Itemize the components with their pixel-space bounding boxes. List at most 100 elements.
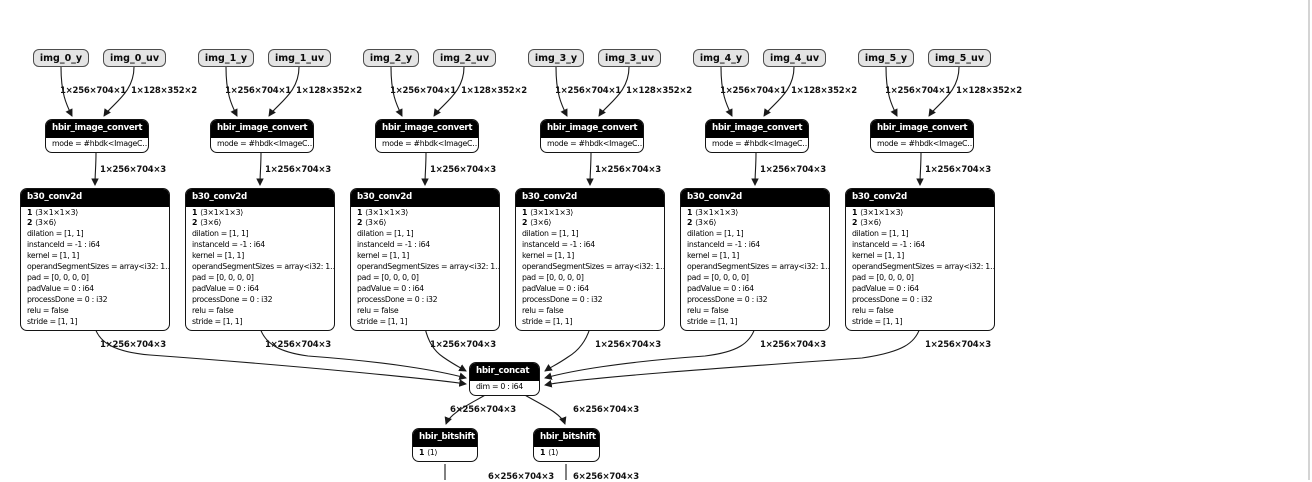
- op-attr-mode: mode = #hbdk<ImageC…: [712, 138, 809, 148]
- op-node-title: hbir_image_convert: [376, 120, 478, 138]
- op-node-image-convert[interactable]: hbir_image_convert mode = #hbdk<ImageC…: [45, 119, 149, 154]
- op-node-conv2d[interactable]: b30_conv2d 1⟨3×1×1×3⟩ 2⟨3×6⟩ dilation = …: [680, 188, 830, 332]
- edge-label-rgb-shape: 1×256×704×3: [430, 165, 496, 175]
- op-node-title: hbir_image_convert: [706, 120, 808, 138]
- op-attr-operand-1: 1⟨3×1×1×3⟩: [192, 207, 243, 217]
- op-attr-operand-1: 1⟨3×1×1×3⟩: [357, 207, 408, 217]
- pipeline-group: img_4_y img_4_uv 1×256×704×1 1×128×352×2…: [660, 0, 857, 480]
- op-attr-relu: relu = false: [522, 305, 564, 315]
- edge-label-conv-out-shape: 1×256×704×3: [595, 340, 661, 350]
- input-node-img-y[interactable]: img_4_y: [693, 49, 749, 67]
- pipeline-group: img_0_y img_0_uv 1×256×704×1 1×128×352×2…: [0, 0, 197, 480]
- op-attr-padvalue: padValue = 0 : i64: [852, 283, 919, 293]
- op-attr-stride: stride = [1, 1]: [192, 316, 243, 326]
- op-node-image-convert[interactable]: hbir_image_convert mode = #hbdk<ImageC…: [705, 119, 809, 154]
- op-attr-processdone: processDone = 0 : i32: [192, 294, 273, 304]
- op-node-title: b30_conv2d: [846, 189, 994, 207]
- op-attr-pad: pad = [0, 0, 0, 0]: [192, 272, 254, 282]
- edge-label-conv-out-shape: 1×256×704×3: [100, 340, 166, 350]
- op-attr-operand-1: 1⟨1⟩: [540, 447, 559, 457]
- op-attr-operand-1: 1⟨1⟩: [419, 447, 438, 457]
- input-node-img-uv[interactable]: img_3_uv: [598, 49, 661, 67]
- op-attr-dilation: dilation = [1, 1]: [27, 229, 84, 239]
- op-attr-operandsegmentsizes: operandSegmentSizes = array<i32: 1…: [522, 262, 665, 272]
- op-node-title: hbir_bitshift: [534, 429, 599, 447]
- op-attr-operand-1: 1⟨3×1×1×3⟩: [852, 207, 903, 217]
- input-node-label: img_0_uv: [109, 52, 160, 64]
- edge-label-conv-out-shape: 1×256×704×3: [430, 340, 496, 350]
- op-attr-mode: mode = #hbdk<ImageC…: [217, 138, 314, 148]
- edge-label-rgb-shape: 1×256×704×3: [100, 165, 166, 175]
- edge-convert-to-conv2d: [586, 152, 594, 186]
- input-node-img-uv[interactable]: img_1_uv: [268, 49, 331, 67]
- input-node-img-y[interactable]: img_0_y: [33, 49, 89, 67]
- input-node-img-uv[interactable]: img_2_uv: [433, 49, 496, 67]
- op-attr-pad: pad = [0, 0, 0, 0]: [357, 272, 419, 282]
- op-node-image-convert[interactable]: hbir_image_convert mode = #hbdk<ImageC…: [210, 119, 314, 154]
- op-node-title: hbir_image_convert: [541, 120, 643, 138]
- op-attr-operand-1: 1⟨3×1×1×3⟩: [687, 207, 738, 217]
- op-node-bitshift-left[interactable]: hbir_bitshift 1⟨1⟩: [412, 428, 478, 463]
- input-node-img-uv[interactable]: img_4_uv: [763, 49, 826, 67]
- op-node-image-convert[interactable]: hbir_image_convert mode = #hbdk<ImageC…: [375, 119, 479, 154]
- input-node-img-y[interactable]: img_3_y: [528, 49, 584, 67]
- edge-convert-to-conv2d: [751, 152, 759, 186]
- op-attr-relu: relu = false: [357, 305, 399, 315]
- op-attr-mode: mode = #hbdk<ImageC…: [877, 138, 974, 148]
- op-attr-padvalue: padValue = 0 : i64: [687, 283, 754, 293]
- edge-label-rgb-shape: 1×256×704×3: [760, 165, 826, 175]
- edge-label-rgb-shape: 1×256×704×3: [265, 165, 331, 175]
- op-attr-operandsegmentsizes: operandSegmentSizes = array<i32: 1…: [192, 262, 335, 272]
- input-node-img-y[interactable]: img_5_y: [858, 49, 914, 67]
- op-attr-relu: relu = false: [192, 305, 234, 315]
- edge-label-conv-out-shape: 1×256×704×3: [760, 340, 826, 350]
- input-node-img-uv[interactable]: img_5_uv: [928, 49, 991, 67]
- edge-label-y-shape: 1×256×704×1: [885, 86, 951, 96]
- op-attr-pad: pad = [0, 0, 0, 0]: [852, 272, 914, 282]
- input-node-label: img_3_y: [534, 52, 578, 64]
- op-attr-operand-2: 2⟨3×6⟩: [27, 218, 57, 228]
- pipeline-group: img_1_y img_1_uv 1×256×704×1 1×128×352×2…: [165, 0, 362, 480]
- op-node-image-convert[interactable]: hbir_image_convert mode = #hbdk<ImageC…: [540, 119, 644, 154]
- edge-label-y-shape: 1×256×704×1: [225, 86, 291, 96]
- op-attr-pad: pad = [0, 0, 0, 0]: [27, 272, 89, 282]
- edge-convert-to-conv2d: [421, 152, 429, 186]
- op-attr-processdone: processDone = 0 : i32: [357, 294, 438, 304]
- op-attr-operandsegmentsizes: operandSegmentSizes = array<i32: 1…: [852, 262, 995, 272]
- op-node-conv2d[interactable]: b30_conv2d 1⟨3×1×1×3⟩ 2⟨3×6⟩ dilation = …: [515, 188, 665, 332]
- op-node-conv2d[interactable]: b30_conv2d 1⟨3×1×1×3⟩ 2⟨3×6⟩ dilation = …: [350, 188, 500, 332]
- op-attr-mode: mode = #hbdk<ImageC…: [382, 138, 479, 148]
- edge-label-uv-shape: 1×128×352×2: [461, 86, 527, 96]
- input-node-label: img_1_uv: [274, 52, 325, 64]
- edge-convert-to-conv2d: [91, 152, 99, 186]
- op-node-image-convert[interactable]: hbir_image_convert mode = #hbdk<ImageC…: [870, 119, 974, 154]
- op-node-title: hbir_image_convert: [46, 120, 148, 138]
- edge-label-uv-shape: 1×128×352×2: [791, 86, 857, 96]
- edge-label-y-shape: 1×256×704×1: [555, 86, 621, 96]
- op-attr-relu: relu = false: [27, 305, 69, 315]
- op-attr-dilation: dilation = [1, 1]: [852, 229, 909, 239]
- op-node-bitshift-right[interactable]: hbir_bitshift 1⟨1⟩: [533, 428, 600, 463]
- op-node-conv2d[interactable]: b30_conv2d 1⟨3×1×1×3⟩ 2⟨3×6⟩ dilation = …: [185, 188, 335, 332]
- edge-label-uv-shape: 1×128×352×2: [626, 86, 692, 96]
- op-node-title: b30_conv2d: [351, 189, 499, 207]
- edge-label-concat-out-right: 6×256×704×3: [573, 405, 639, 415]
- op-attr-kernel: kernel = [1, 1]: [687, 251, 739, 261]
- op-attr-stride: stride = [1, 1]: [357, 316, 408, 326]
- input-node-img-uv[interactable]: img_0_uv: [103, 49, 166, 67]
- op-attr-operand-2: 2⟨3×6⟩: [357, 218, 387, 228]
- op-attr-padvalue: padValue = 0 : i64: [27, 283, 94, 293]
- input-node-img-y[interactable]: img_1_y: [198, 49, 254, 67]
- op-node-concat[interactable]: hbir_concat dim = 0 : i64: [469, 362, 540, 397]
- op-attr-instanceid: instanceId = -1 : i64: [27, 240, 100, 250]
- op-attr-stride: stride = [1, 1]: [27, 316, 78, 326]
- op-node-conv2d[interactable]: b30_conv2d 1⟨3×1×1×3⟩ 2⟨3×6⟩ dilation = …: [845, 188, 995, 332]
- op-node-title: hbir_image_convert: [871, 120, 973, 138]
- edge-label-uv-shape: 1×128×352×2: [956, 86, 1022, 96]
- op-attr-kernel: kernel = [1, 1]: [852, 251, 904, 261]
- edge-label-concat-out-left: 6×256×704×3: [450, 405, 516, 415]
- op-attr-instanceid: instanceId = -1 : i64: [522, 240, 595, 250]
- op-node-conv2d[interactable]: b30_conv2d 1⟨3×1×1×3⟩ 2⟨3×6⟩ dilation = …: [20, 188, 170, 332]
- input-node-img-y[interactable]: img_2_y: [363, 49, 419, 67]
- op-attr-kernel: kernel = [1, 1]: [357, 251, 409, 261]
